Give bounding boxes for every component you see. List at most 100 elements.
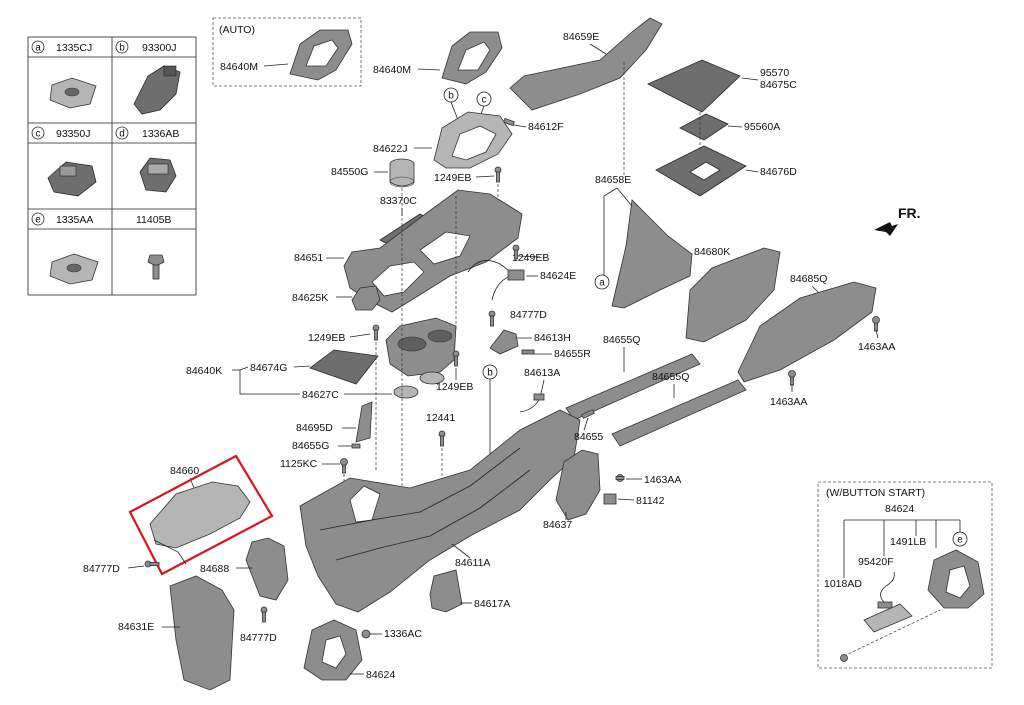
shift-panel-84622J [433, 111, 513, 169]
part-label-81142: 81142 [636, 495, 665, 507]
part-label-1249EB-d: 1249EB [436, 381, 473, 393]
part-label-83370C: 83370C [380, 195, 417, 207]
clip-nut-icon [49, 253, 99, 285]
bracket-84617A [429, 569, 463, 613]
auto-box-title: (AUTO) [219, 24, 255, 36]
legend-table: a 1335CJ b 93300J c 93350J d 1336AB e 13… [27, 36, 197, 296]
button-start-label-95420F: 95420F [858, 556, 894, 568]
legend-code-b: 93300J [142, 42, 176, 54]
tray-mat-95570 [647, 59, 741, 113]
part-label-84675C: 84675C [760, 79, 797, 91]
button-start-variant-box: (W/BUTTON START) 84624 1491LB 95420F 101… [817, 481, 993, 669]
part-label-84659E: 84659E [563, 31, 599, 43]
clip-icon [139, 157, 177, 193]
button-start-label-1018AD: 1018AD [824, 578, 862, 590]
part-label-95570: 95570 [760, 67, 789, 79]
wire-connector-84624E [467, 260, 525, 301]
part-label-84676D: 84676D [760, 166, 797, 178]
cup-holder-unit [385, 317, 457, 377]
screw-1463AA-a [872, 316, 880, 332]
part-label-1249EB-c: 1249EB [308, 332, 345, 344]
bolt-icon [147, 254, 165, 280]
screw-84777D-b [144, 560, 160, 568]
part-label-84624: 84624 [366, 669, 395, 681]
part-label-1125KC: 1125KC [280, 458, 318, 470]
part-label-84655G: 84655G [292, 440, 329, 452]
clip-84655R [521, 349, 535, 355]
side-cover-84680K [685, 247, 781, 343]
screw-1249EB-c [372, 324, 380, 341]
part-label-84655Q-a: 84655Q [603, 334, 640, 346]
part-label-84660: 84660 [170, 465, 199, 477]
screw-1463AA-b [788, 370, 796, 386]
shift-bezel [441, 31, 503, 85]
part-label-84640M: 84640M [373, 64, 411, 76]
part-label-84640M-auto: 84640M [220, 61, 258, 73]
part-label-84617A: 84617A [474, 598, 510, 610]
clip-84655G [351, 443, 361, 449]
legend-code-bolt: 11405B [136, 214, 171, 226]
screw-1463AA-c [615, 474, 625, 482]
side-trim-84659E [509, 17, 663, 111]
screw-84777D-a [488, 310, 496, 327]
auto-variant-box: (AUTO) 84640M [212, 17, 362, 87]
circle-marker-b2: b [487, 368, 493, 379]
legend-letter-e: e [35, 215, 41, 226]
switch-81142 [603, 493, 617, 505]
hinge-84688 [245, 537, 289, 601]
side-cover-84685Q [737, 281, 877, 383]
bracket-button-start [927, 549, 985, 609]
part-label-84655R: 84655R [554, 348, 591, 360]
screw-1018AD [840, 654, 848, 662]
part-label-84550G: 84550G [331, 166, 368, 178]
screw-1249EB-d [452, 350, 460, 367]
part-label-84622J: 84622J [373, 143, 407, 155]
circle-marker-b: b [448, 91, 454, 102]
part-label-84777D-c: 84777D [240, 632, 277, 644]
part-label-84695D: 84695D [296, 422, 333, 434]
legend-letter-c: c [36, 129, 41, 140]
button-start-label-84624: 84624 [885, 503, 914, 515]
bracket-84613H [489, 329, 519, 355]
clip-nut-icon [49, 77, 97, 109]
screw-1249EB-b [512, 244, 520, 260]
circle-marker-c: c [482, 95, 487, 106]
part-label-84655Q-b: 84655Q [652, 371, 689, 383]
part-label-84627C: 84627C [302, 389, 339, 401]
part-label-84655: 84655 [574, 431, 603, 443]
cup-mat-84627C [393, 371, 445, 399]
part-label-1249EB-a: 1249EB [434, 172, 471, 184]
part-label-12441: 12441 [426, 412, 455, 424]
front-direction-label: FR. [898, 205, 921, 221]
bracket-84625K [351, 285, 381, 311]
button-start-title: (W/BUTTON START) [826, 487, 925, 499]
part-label-84624E: 84624E [540, 270, 576, 282]
trim-strip-84655Q-b [611, 379, 747, 447]
circle-marker-a: a [599, 278, 605, 289]
switch-connector-icon [47, 161, 97, 197]
switch-module-icon [133, 65, 181, 115]
legend-letter-d: d [119, 129, 125, 140]
cup-ring-84550G [389, 158, 415, 188]
part-label-84651: 84651 [294, 252, 323, 264]
part-label-84611A: 84611A [455, 557, 490, 569]
bracket-84676D [655, 145, 747, 197]
screw-1125KC [340, 458, 348, 474]
front-direction-indicator: FR. [874, 205, 921, 236]
part-label-84631E: 84631E [118, 621, 154, 633]
connector-95420F [877, 601, 893, 609]
harness-84613A [519, 393, 545, 413]
clip-84655 [581, 409, 595, 419]
part-label-1336AC: 1336AC [384, 628, 422, 640]
bracket-84624 [303, 619, 363, 681]
armrest-lid-84660 [149, 481, 251, 549]
highlight-frame [128, 454, 274, 576]
legend-letter-b: b [119, 43, 125, 54]
rear-cover-84631E [169, 575, 235, 691]
legend-code-c: 93350J [56, 128, 90, 140]
part-label-1463AA-b: 1463AA [770, 396, 807, 408]
part-label-84637: 84637 [543, 519, 572, 531]
screw-1249EB-a [494, 166, 502, 183]
module-1491LB [863, 603, 913, 633]
